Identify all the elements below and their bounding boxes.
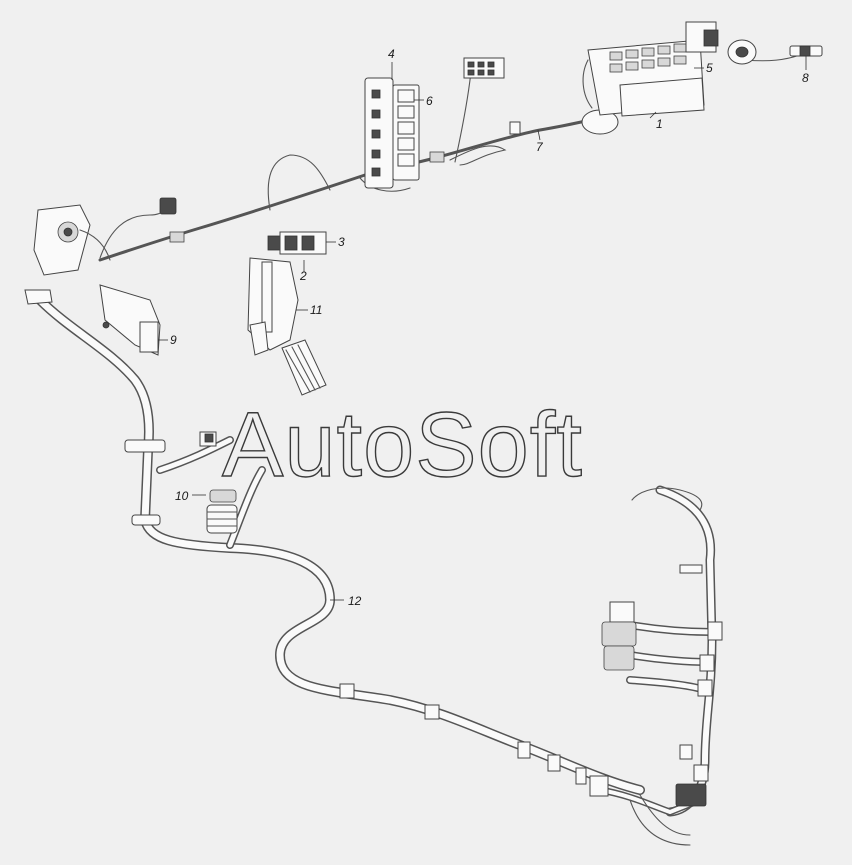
pedal-plate xyxy=(281,339,327,396)
connector-block xyxy=(609,601,635,623)
callout-10: 10 xyxy=(175,489,189,503)
harness-clip xyxy=(509,121,521,135)
harness-clip xyxy=(697,679,713,697)
harness-clip xyxy=(679,564,703,574)
harness-clip xyxy=(424,704,440,720)
left-bracket-assembly xyxy=(24,204,111,305)
callout-12: 12 xyxy=(348,594,362,608)
small-connector xyxy=(169,231,185,243)
callout-7: 7 xyxy=(536,140,544,154)
pedal-arm xyxy=(261,261,273,333)
harness-clip xyxy=(339,683,355,699)
callout-8: 8 xyxy=(802,71,809,85)
connector-block xyxy=(589,775,609,797)
connector-cluster xyxy=(589,601,707,807)
control-unit-1 xyxy=(582,39,705,117)
connector-10 xyxy=(199,431,238,534)
relay-block-4 xyxy=(364,57,505,189)
pedal-assembly xyxy=(247,231,327,396)
callout-2: 2 xyxy=(299,269,307,283)
bracket-9 xyxy=(99,284,161,356)
harness-clip xyxy=(547,754,561,772)
callout-9: 9 xyxy=(170,333,177,347)
harness-clip xyxy=(575,767,587,785)
connector-5 xyxy=(685,21,757,65)
harness-clip xyxy=(517,741,531,759)
thin-wire xyxy=(631,487,703,511)
watermark: AutoSoft xyxy=(222,394,583,496)
harness-clip xyxy=(699,654,715,672)
callout-labels: 1 2 3 4 5 6 7 8 9 10 11 12 xyxy=(170,47,809,608)
connector-block xyxy=(675,783,707,807)
main-harness-12 xyxy=(35,295,723,846)
callout-6: 6 xyxy=(426,94,433,108)
harness-clip xyxy=(707,621,723,641)
callout-5: 5 xyxy=(706,61,713,75)
harness-clip xyxy=(131,514,161,526)
pedal-sensor-2 xyxy=(267,235,281,251)
leader-lines xyxy=(158,56,807,601)
connector-block xyxy=(679,744,693,760)
relays-6 xyxy=(397,89,415,167)
connector-block xyxy=(603,645,635,671)
harness-clip xyxy=(693,764,709,782)
callout-3: 3 xyxy=(338,235,345,249)
small-connector xyxy=(429,151,445,163)
callout-1: 1 xyxy=(656,117,663,131)
connector-8 xyxy=(789,45,823,57)
connector-block xyxy=(601,621,637,647)
small-connector xyxy=(159,197,177,215)
callout-4: 4 xyxy=(388,47,395,61)
callout-11: 11 xyxy=(310,303,322,317)
harness-clip xyxy=(124,439,166,453)
